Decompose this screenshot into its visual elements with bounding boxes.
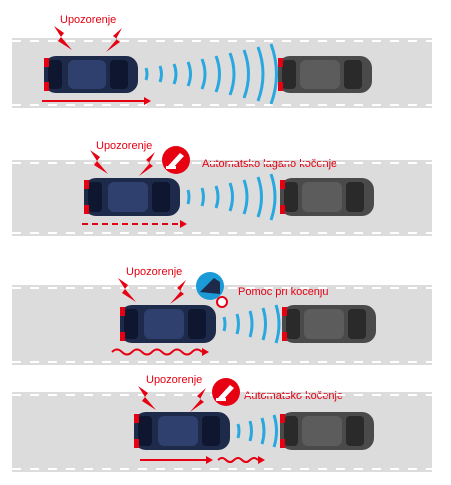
brake-pedal-icon — [212, 378, 240, 406]
warning-spark-icon — [118, 278, 186, 304]
scenario-panel-4: Upozorenje Automatsko kočenje — [0, 372, 451, 485]
warning-spark-icon — [90, 150, 155, 176]
panel-3-graphics — [12, 272, 432, 363]
own-car-path-arrow — [140, 456, 213, 464]
warning-spark-icon — [138, 386, 206, 412]
own-car-path-arrow — [82, 220, 187, 228]
scenario-panel-2: Upozorenje Automatsko lagano kočenje — [0, 120, 451, 240]
radar-waves — [186, 173, 277, 221]
brake-assist-icon — [196, 272, 228, 308]
gap-path-arrow — [217, 456, 265, 464]
panel-4-graphics — [12, 378, 432, 470]
lane-marks — [12, 394, 432, 470]
lane-marks — [12, 162, 432, 234]
car-ahead — [280, 412, 374, 450]
lane-marks — [12, 287, 432, 363]
brake-pedal-icon — [162, 146, 190, 174]
panel-2-graphics — [12, 146, 432, 234]
warning-label: Upozorenje — [96, 140, 153, 152]
own-car-path-arrow — [42, 97, 151, 105]
scenario-panel-1: Upozorenje — [0, 0, 451, 120]
car-ahead — [278, 56, 372, 93]
own-car — [84, 178, 180, 216]
warning-label: Upozorenje — [146, 374, 203, 386]
radar-waves — [222, 304, 281, 344]
car-ahead — [282, 305, 376, 343]
radar-waves — [144, 43, 278, 105]
own-car — [120, 305, 216, 343]
lane-marks — [12, 40, 432, 106]
action-label: Automatsko kočenje — [244, 390, 344, 402]
radar-waves — [236, 414, 278, 448]
warning-label: Upozorenje — [126, 266, 183, 278]
car-ahead — [280, 178, 374, 216]
own-car — [44, 56, 138, 93]
scenario-panel-3: Upozorenje Pomoć pri kočenju — [0, 250, 451, 375]
warning-spark-icon — [54, 26, 122, 52]
own-car — [134, 412, 230, 450]
own-car-path-arrow — [111, 348, 209, 356]
panel-1-graphics — [12, 26, 432, 106]
warning-label: Upozorenje — [60, 14, 117, 26]
